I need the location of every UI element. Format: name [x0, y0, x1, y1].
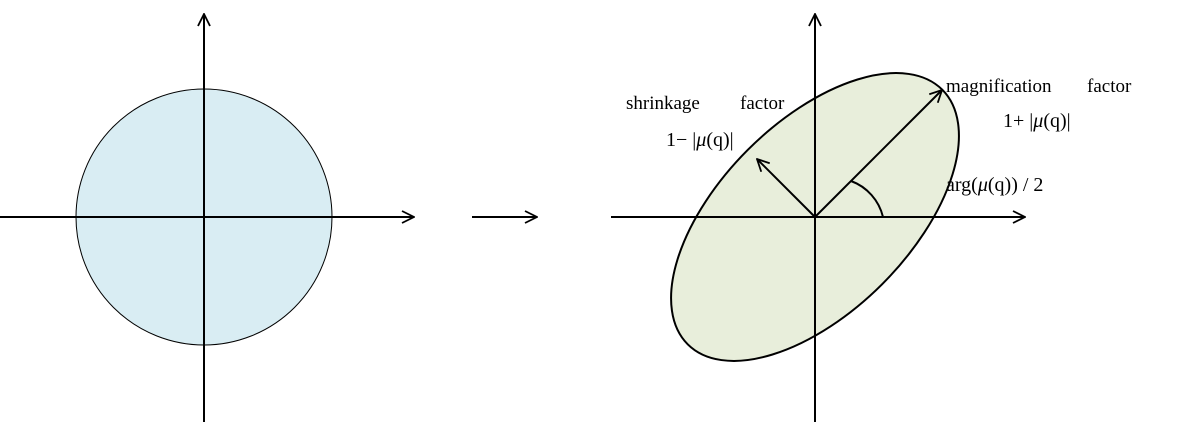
magnification-arrow: [814, 90, 942, 218]
right-panel: shrinkage factor 1− |μ(q)| magnification…: [611, 14, 1132, 422]
shrinkage-expression: 1− |μ(q)|: [666, 129, 734, 151]
shrinkage-factor-word: factor: [740, 93, 785, 114]
angle-label: arg(μ(q)) / 2: [946, 174, 1043, 196]
magnification-expression: 1+ |μ(q)|: [1003, 110, 1071, 132]
magnification-word: magnification: [946, 76, 1052, 97]
left-panel: [0, 14, 414, 422]
magnification-factor-word: factor: [1087, 76, 1132, 97]
shrinkage-label: shrinkage factor 1− |μ(q)|: [626, 93, 785, 151]
shrinkage-word: shrinkage: [626, 93, 700, 114]
magnification-label: magnification factor 1+ |μ(q)|: [946, 76, 1132, 132]
angle-arc: [850, 180, 884, 218]
shrinkage-arrow: [757, 159, 816, 218]
